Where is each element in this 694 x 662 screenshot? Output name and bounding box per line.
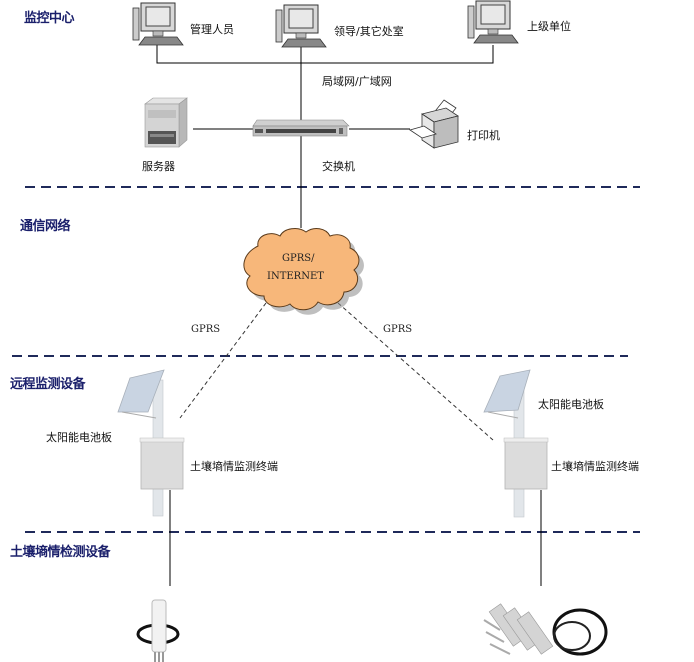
label-link-right: GPRS bbox=[383, 324, 413, 335]
section-title-remote-equipment: 远程监测设备 bbox=[10, 377, 86, 392]
label-pc-admin: 管理人员 bbox=[190, 23, 234, 36]
label-terminal-right: 土壤墒情监测终端 bbox=[551, 460, 639, 473]
label-pc-superior: 上级单位 bbox=[527, 20, 571, 33]
computer-icon-superior bbox=[467, 0, 519, 44]
label-pc-leader: 领导/其它处室 bbox=[334, 25, 404, 38]
label-switch: 交换机 bbox=[322, 160, 355, 173]
section-title-monitoring-center: 监控中心 bbox=[24, 11, 75, 26]
server-icon bbox=[144, 97, 188, 148]
lan-bus bbox=[156, 45, 494, 64]
computer-icon-admin bbox=[132, 2, 184, 46]
label-cloud-line1: GPRS/ bbox=[282, 253, 315, 264]
computer-icon-leader bbox=[275, 4, 327, 48]
gprs-link-left bbox=[179, 302, 267, 419]
printer-icon bbox=[409, 99, 459, 149]
soil-sensor-right bbox=[483, 603, 608, 656]
label-link-left: GPRS bbox=[191, 324, 221, 335]
label-lan-wan: 局域网/广域网 bbox=[322, 75, 392, 88]
section-title-soil-sensors: 土壤墒情检测设备 bbox=[10, 545, 111, 560]
label-solar-right: 太阳能电池板 bbox=[538, 398, 604, 411]
solar-station-left bbox=[117, 369, 185, 517]
label-server: 服务器 bbox=[142, 160, 175, 173]
label-solar-left: 太阳能电池板 bbox=[46, 431, 112, 444]
label-cloud-line2: INTERNET bbox=[267, 271, 324, 282]
label-printer: 打印机 bbox=[467, 129, 500, 142]
gprs-link-right bbox=[337, 302, 494, 441]
solar-station-right bbox=[483, 369, 549, 518]
cloud-icon bbox=[243, 228, 364, 315]
switch-icon bbox=[252, 119, 350, 137]
label-terminal-left: 土壤墒情监测终端 bbox=[190, 460, 278, 473]
section-title-comm-network: 通信网络 bbox=[20, 219, 71, 234]
soil-sensor-left bbox=[136, 599, 180, 662]
